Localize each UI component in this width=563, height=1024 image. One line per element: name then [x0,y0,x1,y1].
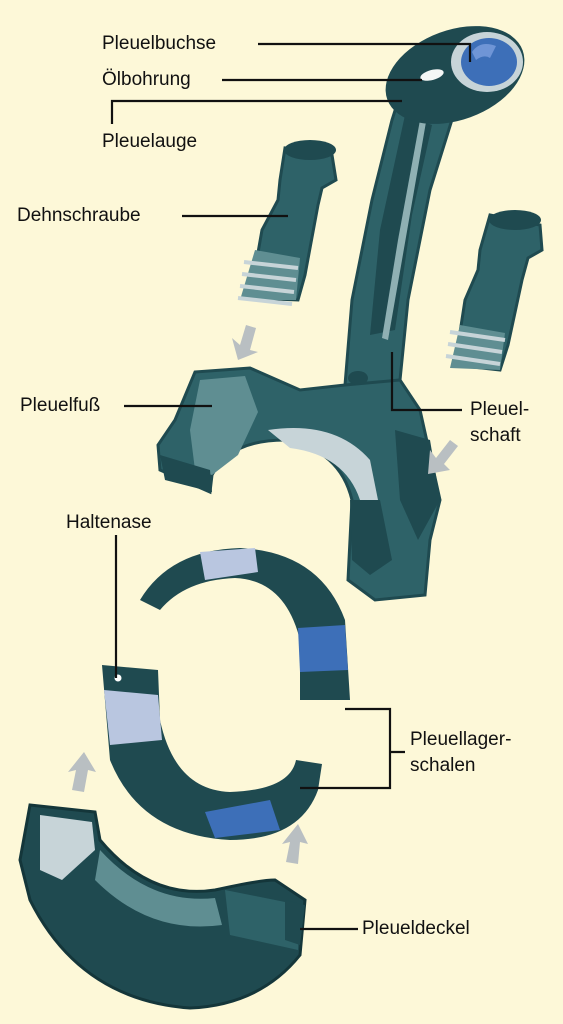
label-dehnschraube: Dehnschraube [17,205,141,226]
label-pleueldeckel: Pleueldeckel [362,918,470,939]
arrow-down-left [232,325,258,360]
rod-cap [18,803,307,1010]
bearing-shell-lower [102,665,322,840]
label-pleuelbuchse: Pleuelbuchse [102,33,217,54]
connecting-rod [156,26,525,602]
bolt-left [237,140,338,306]
label-lagerschalen-line1: Pleuellager- [410,729,512,750]
arrow-up-left [68,752,96,792]
label-lagerschalen-line2: schalen [410,755,476,776]
arrows [68,325,458,864]
label-pleuelschaft: Pleuel- schaft [470,397,529,449]
arrow-down-right [428,440,458,474]
label-oelbohrung: Ölbohrung [102,69,191,90]
label-pleuelauge: Pleuelauge [102,131,198,152]
leader-pleuelauge [110,99,402,124]
leader-pleuelschaft [390,352,462,412]
label-pleuelschaft-line1: Pleuel- [470,399,530,420]
bolt-right [445,210,544,372]
label-pleuelfuss: Pleuelfuß [20,395,101,416]
label-pleuelschaft-line2: schaft [470,425,521,446]
leader-pleuelbuchse [258,42,472,62]
oil-hole [420,69,444,81]
leader-lines [110,42,472,931]
label-haltenase: Haltenase [66,512,152,533]
bearing-shell-upper [140,548,350,700]
arrow-up-right [282,824,308,864]
leader-lagerschalen [300,707,405,790]
label-lagerschalen: Pleuellager- schalen [410,727,511,779]
